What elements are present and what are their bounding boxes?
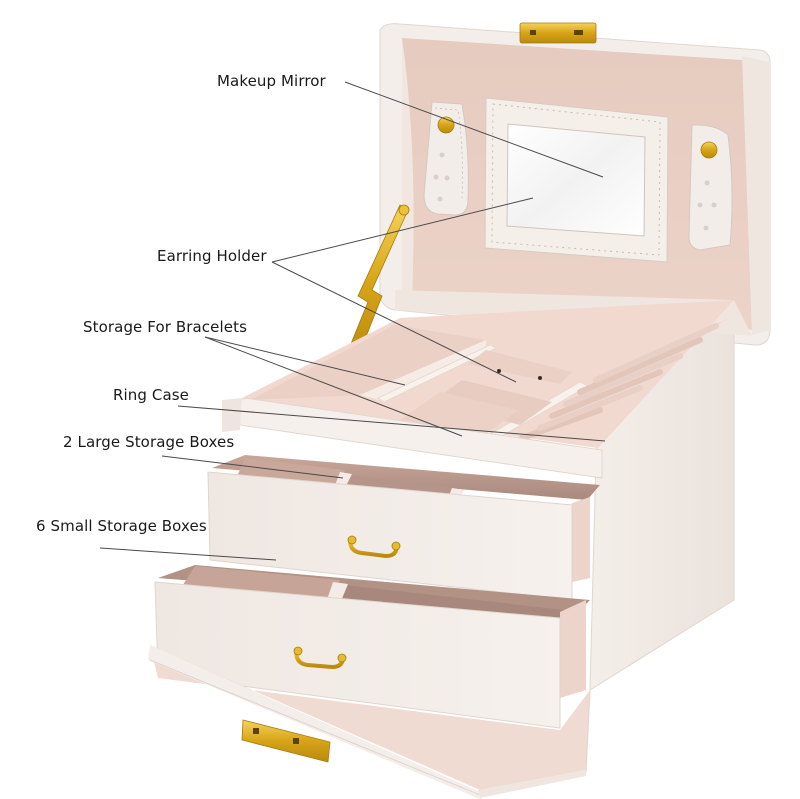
front-clasp xyxy=(241,719,331,763)
lid-clasp xyxy=(519,22,597,44)
upper-drawer-handle xyxy=(347,535,401,559)
makeup-mirror xyxy=(484,97,669,263)
callout-line-makeup-mirror xyxy=(344,81,604,178)
lower-drawer xyxy=(154,565,590,729)
upper-drawer xyxy=(207,455,600,601)
top-tray xyxy=(222,300,734,479)
callout-label-small-storage-boxes: 6 Small Storage Boxes xyxy=(36,517,207,535)
callout-line-ring-case xyxy=(177,405,606,442)
ring-case-rolls xyxy=(519,318,728,441)
callout-line-bracelets-1 xyxy=(204,336,406,386)
callout-label-earring-holder: Earring Holder xyxy=(157,247,267,265)
callout-label-makeup-mirror: Makeup Mirror xyxy=(217,72,326,90)
callout-label-ring-case: Ring Case xyxy=(113,386,189,404)
callout-line-earring-holder-1 xyxy=(271,197,534,263)
earring-holder-strap-left xyxy=(423,101,469,216)
callout-line-large-boxes xyxy=(161,455,344,479)
callout-line-small-boxes xyxy=(99,547,277,561)
front-flap xyxy=(148,645,591,799)
lower-drawer-handle xyxy=(293,646,347,670)
callout-line-bracelets-2 xyxy=(204,336,463,437)
callout-label-large-storage-boxes: 2 Large Storage Boxes xyxy=(63,433,235,451)
callout-lines xyxy=(99,81,606,561)
callout-label-storage-for-bracelets: Storage For Bracelets xyxy=(83,318,247,336)
earring-holder-strap-right xyxy=(688,124,733,251)
callout-line-earring-holder-2 xyxy=(271,261,517,383)
